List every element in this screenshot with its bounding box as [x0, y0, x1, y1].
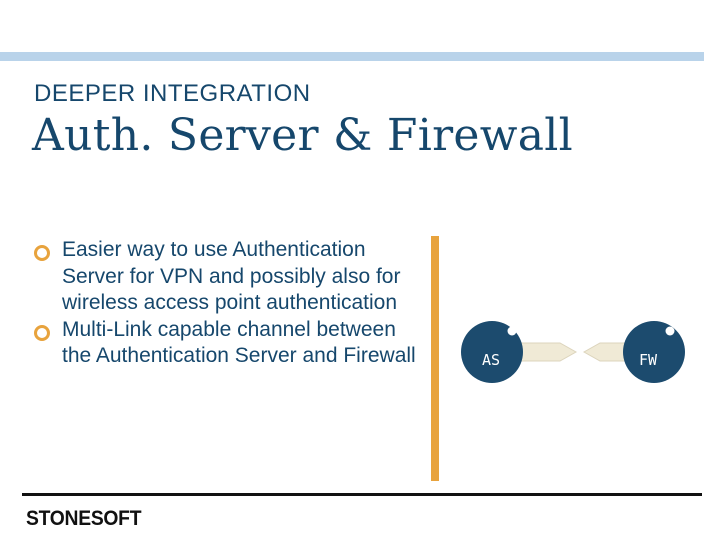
bullet-item: Easier way to use Authentication Server …: [32, 237, 422, 317]
arrow-right-icon: [519, 342, 578, 362]
bullet-item: Multi-Link capable channel between the A…: [32, 317, 422, 370]
bullet-text: Easier way to use Authentication Server …: [62, 238, 401, 314]
fw-node: FW: [623, 321, 685, 383]
bullet-list: Easier way to use Authentication Server …: [32, 237, 422, 370]
as-node-label: AS: [482, 351, 500, 369]
stonesoft-logo: STONESOFT: [26, 507, 142, 530]
as-node: AS: [461, 321, 523, 383]
bullet-text: Multi-Link capable channel between the A…: [62, 317, 416, 368]
bullet-ring-icon: [34, 324, 50, 341]
slide-title: Auth. Server & Firewall: [32, 110, 574, 161]
slide-kicker: DEEPER INTEGRATION: [34, 80, 311, 107]
as-fw-diagram: AS FW: [461, 321, 685, 383]
bullet-ring-icon: [34, 245, 50, 261]
fw-node-label: FW: [639, 351, 658, 369]
footer-rule: [22, 493, 702, 496]
header-band: [0, 52, 704, 61]
vertical-divider: [431, 236, 439, 481]
